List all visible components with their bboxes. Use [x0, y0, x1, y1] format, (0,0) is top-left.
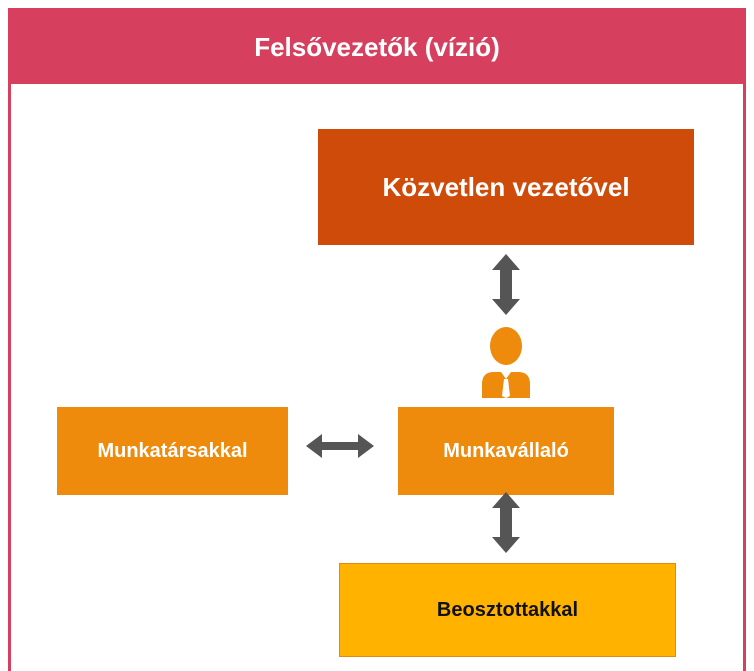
diagram-frame [8, 8, 746, 671]
colleagues-box: Munkatársakkal [57, 407, 288, 495]
subordinates-box: Beosztottakkal [339, 563, 676, 657]
employee-box: Munkavállaló [398, 407, 614, 495]
subordinates-box-label: Beosztottakkal [436, 598, 579, 621]
manager-box: Közvetlen vezetővel [318, 129, 694, 245]
employee-box-label: Munkavállaló [443, 439, 569, 462]
header-title: Felsővezetők (vízió) [8, 8, 746, 84]
colleagues-box-label: Munkatársakkal [97, 439, 248, 462]
manager-box-label: Közvetlen vezetővel [382, 171, 630, 202]
